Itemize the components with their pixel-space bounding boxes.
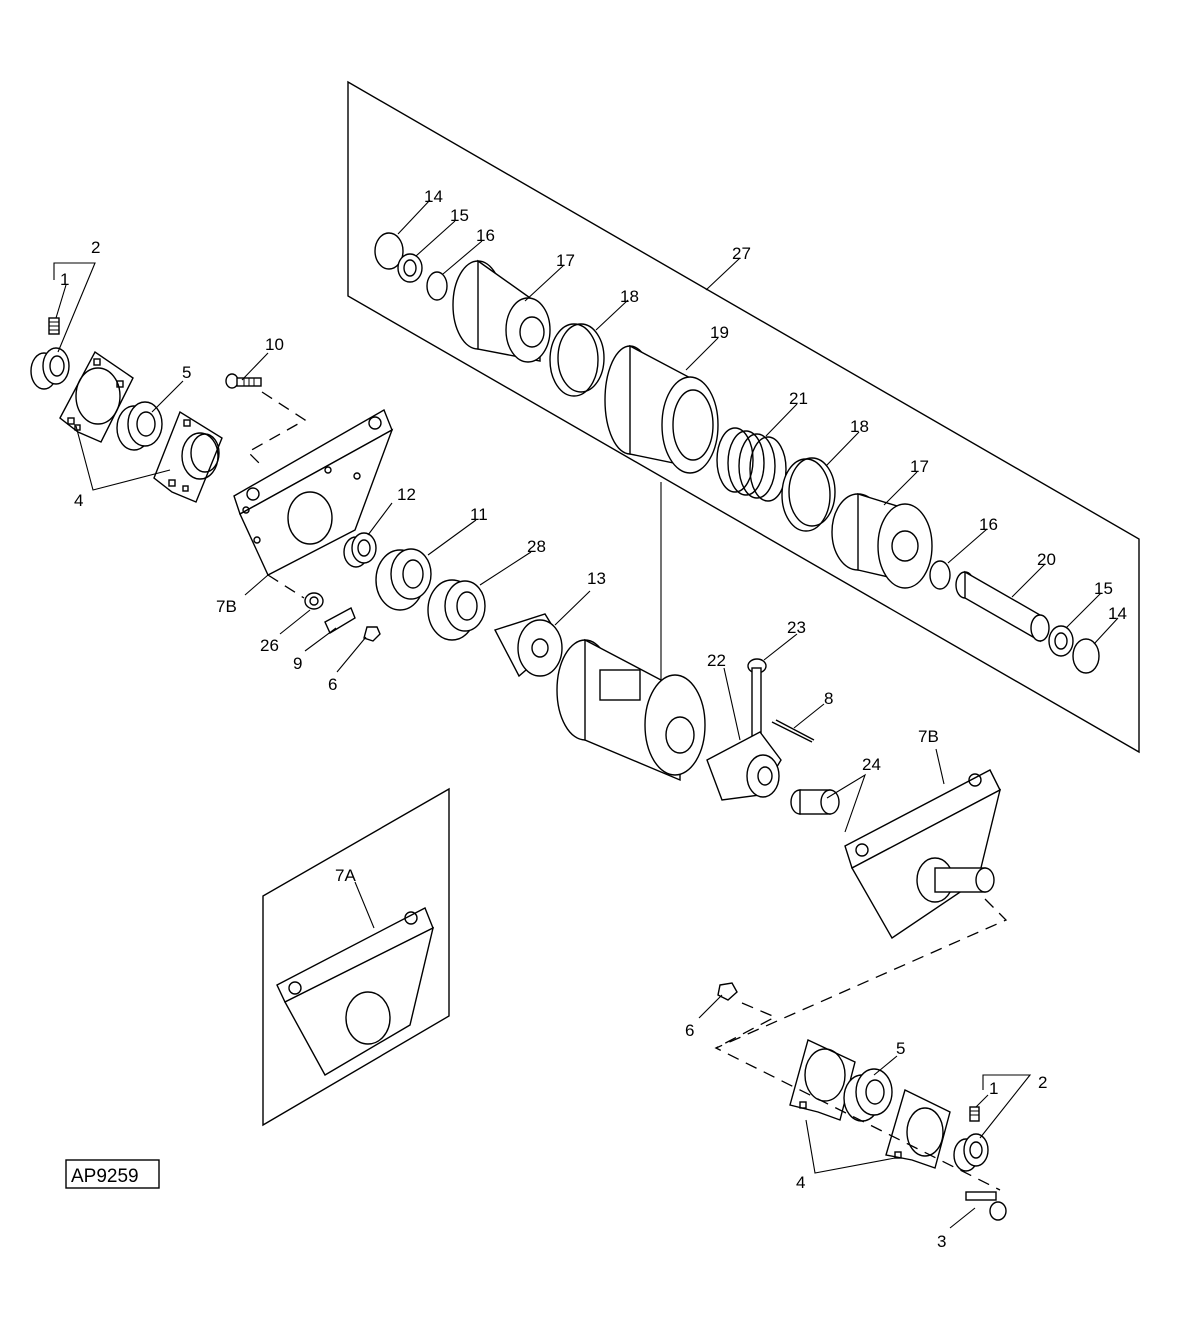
assembly-paths <box>246 391 1008 1191</box>
diagram-id: AP9259 <box>71 1166 139 1187</box>
callout-18-top: 18 <box>620 287 639 306</box>
callout-2-bottom: 2 <box>1038 1073 1047 1092</box>
callout-5-bottom: 5 <box>896 1039 905 1058</box>
callout-1-top: 1 <box>60 270 69 289</box>
callout-8: 8 <box>824 689 833 708</box>
callout-27: 27 <box>732 244 751 263</box>
callout-10: 10 <box>265 335 284 354</box>
callout-6-bottom: 6 <box>685 1021 694 1040</box>
callout-22: 22 <box>707 651 726 670</box>
callout-5-top: 5 <box>182 363 191 382</box>
callout-14-lower: 14 <box>1108 604 1127 623</box>
callout-15-top: 15 <box>450 206 469 225</box>
callout-18-lower: 18 <box>850 417 869 436</box>
diagram-id-box: AP9259 <box>65 1159 160 1189</box>
callout-21: 21 <box>789 389 808 408</box>
callout-16-top: 16 <box>476 226 495 245</box>
callout-11: 11 <box>470 505 488 524</box>
subassembly-27-frame <box>347 80 1140 754</box>
callout-17-top: 17 <box>556 251 575 270</box>
leader-lines <box>53 199 1119 1229</box>
callout-14-top: 14 <box>424 187 443 206</box>
callout-labels: 1 2 5 4 10 7B 12 11 28 26 9 6 13 14 15 1… <box>60 187 1127 1251</box>
callout-15-lower: 15 <box>1094 579 1113 598</box>
callout-26: 26 <box>260 636 279 655</box>
callout-9: 9 <box>293 654 302 673</box>
callout-12: 12 <box>397 485 416 504</box>
callout-23: 23 <box>787 618 806 637</box>
part-shapes <box>30 232 1100 1221</box>
callout-13: 13 <box>587 569 606 588</box>
callout-20: 20 <box>1037 550 1056 569</box>
callout-1-bottom: 1 <box>989 1079 998 1098</box>
callout-17-lower: 17 <box>910 457 929 476</box>
callout-7b-left: 7B <box>216 597 237 616</box>
callout-4-top: 4 <box>74 491 83 510</box>
callout-24: 24 <box>862 755 881 774</box>
callout-28: 28 <box>527 537 546 556</box>
callout-3: 3 <box>937 1232 946 1251</box>
callout-2-top: 2 <box>91 238 100 257</box>
callout-16-lower: 16 <box>979 515 998 534</box>
callout-6-top: 6 <box>328 675 337 694</box>
callout-7a: 7A <box>335 866 356 885</box>
callout-7b-right: 7B <box>918 727 939 746</box>
callout-19: 19 <box>710 323 729 342</box>
bracket-7a-frame <box>262 787 450 1127</box>
callout-4-bottom: 4 <box>796 1173 805 1192</box>
